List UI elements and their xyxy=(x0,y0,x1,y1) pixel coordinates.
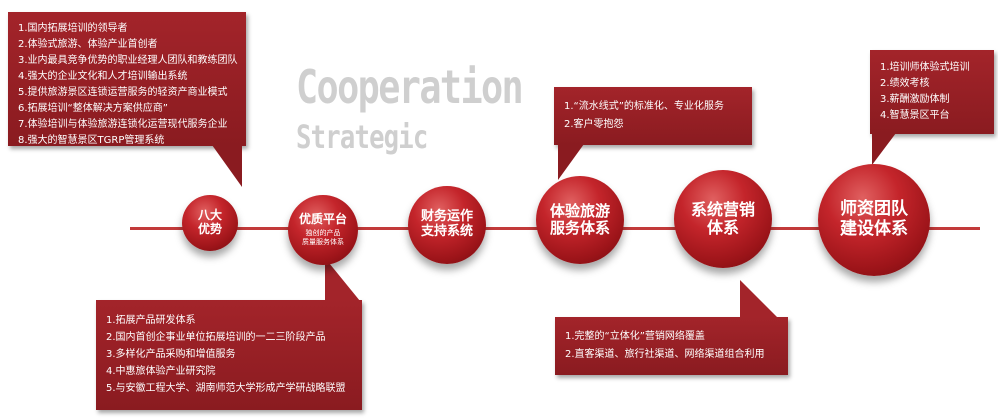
node-title: 财务运作 支持系统 xyxy=(420,209,473,239)
node-title: 八大 优势 xyxy=(197,208,222,236)
node-subtitle: 独创的产品 质量服务体系 xyxy=(302,228,344,246)
tourism-callout-tail xyxy=(558,144,584,180)
list-item: 4.强大的企业文化和人才培训输出系统 xyxy=(18,71,188,82)
list-item: 4.智慧景区平台 xyxy=(880,110,950,121)
list-item: 4.中惠旅体验产业研究院 xyxy=(106,366,216,377)
list-item: 1.“流水线式”的标准化、专业化服务 xyxy=(564,101,724,112)
list-item: 8.强大的智慧景区TGRP管理系统 xyxy=(18,135,165,146)
advantages-callout: 1.国内拓展培训的领导者 2.体验式旅游、体验产业首创者 3.业内最具竞争优势的… xyxy=(8,12,246,146)
list-item: 5.提供旅游景区连锁运营服务的轻资产商业模式 xyxy=(18,87,228,98)
node-quality-platform: 优质平台 独创的产品 质量服务体系 xyxy=(288,195,358,265)
tourism-list: 1.“流水线式”的标准化、专业化服务 2.客户零抱怨 xyxy=(564,98,742,134)
marketing-callout-tail xyxy=(740,280,778,318)
faculty-callout-tail xyxy=(872,133,896,165)
list-item: 2.国内首创企事业单位拓展培训的一二三阶段产品 xyxy=(106,332,326,343)
list-item: 2.体验式旅游、体验产业首创者 xyxy=(18,39,158,50)
list-item: 3.薪酬激励体制 xyxy=(880,94,950,105)
advantages-list: 1.国内拓展培训的领导者 2.体验式旅游、体验产业首创者 3.业内最具竞争优势的… xyxy=(18,21,238,149)
marketing-callout: 1.完整的“立体化”营销网络覆盖 2.直客渠道、旅行社渠道、网络渠道组合利用 xyxy=(555,317,788,375)
node-title: 体验旅游 服务体系 xyxy=(549,201,610,237)
advantages-callout-tail xyxy=(212,145,242,187)
list-item: 2.绩效考核 xyxy=(880,78,930,89)
list-item: 2.直客渠道、旅行社渠道、网络渠道组合利用 xyxy=(565,349,765,360)
list-item: 1.培训师体验式培训 xyxy=(880,62,970,73)
list-item: 1.国内拓展培训的领导者 xyxy=(18,23,128,34)
list-item: 2.客户零抱怨 xyxy=(564,119,624,130)
marketing-list: 1.完整的“立体化”营销网络覆盖 2.直客渠道、旅行社渠道、网络渠道组合利用 xyxy=(565,328,778,364)
list-item: 1.完整的“立体化”营销网络覆盖 xyxy=(565,331,705,342)
node-faculty-system: 师资团队 建设体系 xyxy=(818,164,930,276)
node-title: 优质平台 xyxy=(298,212,347,227)
faculty-callout: 1.培训师体验式培训 2.绩效考核 3.薪酬激励体制 4.智慧景区平台 xyxy=(870,50,994,134)
platform-list: 1.拓展产品研发体系 2.国内首创企事业单位拓展培训的一二三阶段产品 3.多样化… xyxy=(106,312,352,397)
node-title: 系统营销 体系 xyxy=(690,199,755,237)
node-finance-support: 财务运作 支持系统 xyxy=(408,186,486,264)
list-item: 6.拓展培训“整体解决方案供应商” xyxy=(18,103,168,114)
platform-callout: 1.拓展产品研发体系 2.国内首创企事业单位拓展培训的一二三阶段产品 3.多样化… xyxy=(96,300,362,410)
node-title: 师资团队 建设体系 xyxy=(840,199,908,239)
watermark-strategic: Strategic xyxy=(296,118,428,156)
list-item: 1.拓展产品研发体系 xyxy=(106,315,196,326)
faculty-list: 1.培训师体验式培训 2.绩效考核 3.薪酬激励体制 4.智慧景区平台 xyxy=(880,60,984,124)
platform-callout-tail xyxy=(325,258,360,301)
watermark-cooperation: Cooperation xyxy=(296,60,524,114)
node-tourism-service: 体验旅游 服务体系 xyxy=(536,176,624,264)
list-item: 7.体验培训与体验旅游连锁化运营现代服务企业 xyxy=(18,119,228,130)
list-item: 5.与安徽工程大学、湖南师范大学形成产学研战略联盟 xyxy=(106,383,346,394)
list-item: 3.业内最具竞争优势的职业经理人团队和教练团队 xyxy=(18,55,238,66)
list-item: 3.多样化产品采购和增值服务 xyxy=(106,349,236,360)
node-marketing-system: 系统营销 体系 xyxy=(674,170,772,268)
tourism-callout: 1.“流水线式”的标准化、专业化服务 2.客户零抱怨 xyxy=(554,87,752,145)
node-eight-advantages: 八大 优势 xyxy=(182,195,238,251)
